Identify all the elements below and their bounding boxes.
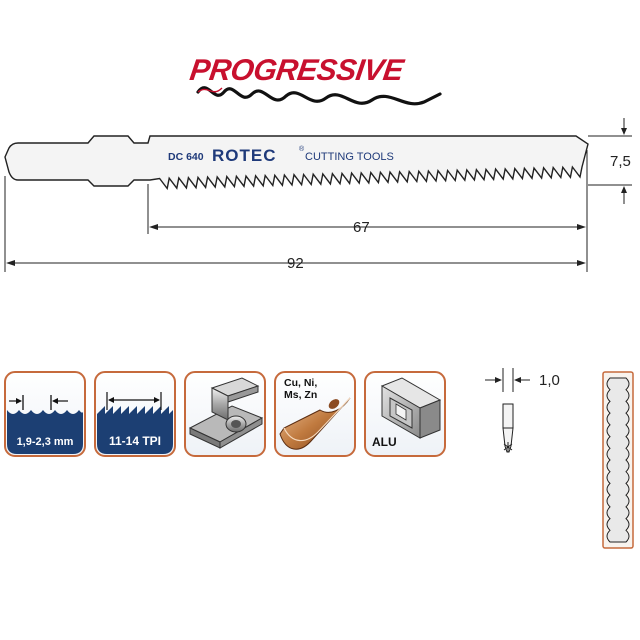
blade-model-label: DC 640 (168, 151, 204, 163)
progressive-wave-accent (197, 87, 223, 93)
dimension-cutting-length-label: 67 (353, 219, 370, 236)
tooth-spacing-label: 1,9-2,3 mm (17, 436, 74, 448)
tpi-label: 11-14 TPI (109, 434, 161, 448)
tooth-wave-icon (7, 410, 83, 454)
progressive-logo-text: PROGRESSIVE (188, 54, 407, 87)
dimension-width (588, 118, 632, 204)
jigsaw-blade: DC 640 ROTEC ® CUTTING TOOLS (4, 135, 589, 191)
thickness-diagram (485, 368, 530, 453)
progressive-logo: PROGRESSIVE (188, 54, 442, 106)
dimension-cutting-length (147, 150, 588, 272)
tpi-icon: 11-14 TPI (94, 371, 176, 457)
blade-side-view (602, 371, 634, 549)
blade-outline (4, 135, 589, 191)
non-ferrous-metals-label: Cu, Ni, Ms, Zn (284, 377, 320, 401)
blade-registered-mark: ® (299, 145, 305, 153)
dimension-total-length (4, 176, 586, 272)
alu-label: ALU (372, 435, 397, 449)
thickness-label: 1,0 (539, 372, 560, 389)
progressive-wave-icon (196, 86, 442, 106)
dimension-width-label: 7,5 (610, 153, 631, 170)
aluminium-profile-icon: ALU (364, 371, 446, 457)
dimension-total-length-label: 92 (287, 255, 304, 272)
non-ferrous-metals-icon: Cu, Ni, Ms, Zn (274, 371, 356, 457)
tpi-teeth-icon (97, 406, 173, 454)
tooth-spacing-icon: 1,9-2,3 mm (4, 371, 86, 457)
blade-brand-label: ROTEC (212, 146, 277, 165)
steel-profiles-icon (184, 371, 266, 457)
blade-tagline: CUTTING TOOLS (305, 151, 394, 163)
